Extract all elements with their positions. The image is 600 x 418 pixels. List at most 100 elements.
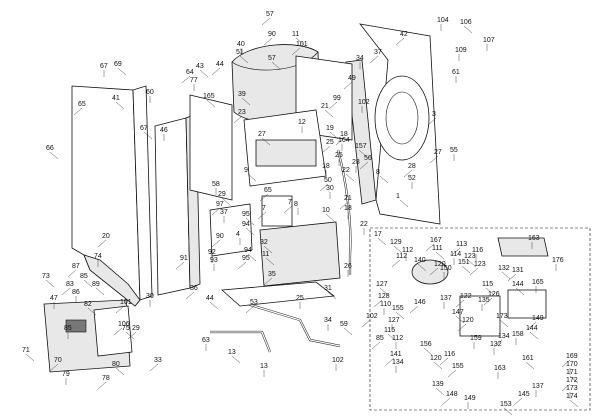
- part-label-102: 102: [358, 99, 370, 106]
- leader-line: [441, 397, 451, 406]
- part-label-155: 155: [392, 305, 404, 312]
- part-label-95: 95: [242, 211, 250, 218]
- leader-line: [259, 193, 269, 202]
- leader-line: [263, 277, 273, 286]
- casing-inner-panel: [154, 117, 191, 296]
- part-label-13: 13: [260, 363, 268, 370]
- part-label-51: 51: [236, 49, 244, 56]
- part-label-157: 157: [355, 143, 367, 150]
- leader-line: [241, 97, 251, 106]
- leader-line: [83, 279, 93, 288]
- leader-line: [328, 101, 338, 110]
- leader-line: [115, 101, 125, 110]
- part-label-155: 155: [452, 363, 464, 370]
- part-label-92: 92: [208, 249, 216, 256]
- part-label-27: 27: [258, 131, 266, 138]
- part-label-101: 101: [296, 41, 308, 48]
- part-label-112: 112: [402, 247, 413, 254]
- part-label-12: 12: [298, 119, 306, 126]
- part-label-67: 67: [100, 63, 108, 70]
- leader-line: [569, 399, 579, 408]
- leader-line: [461, 265, 471, 274]
- leader-line: [115, 305, 125, 314]
- part-label-90: 90: [216, 233, 224, 240]
- leader-line: [451, 247, 461, 256]
- part-label-74: 74: [94, 253, 102, 260]
- part-label-165: 165: [203, 93, 215, 100]
- leader-line: [369, 55, 379, 64]
- leader-line: [529, 331, 539, 340]
- part-label-85: 85: [80, 273, 88, 280]
- part-label-75: 75: [122, 325, 130, 332]
- part-label-60: 60: [146, 89, 154, 96]
- part-label-9: 9: [244, 167, 248, 174]
- leader-line: [377, 237, 387, 246]
- leader-line: [343, 327, 353, 336]
- leader-line: [385, 357, 395, 366]
- leader-line: [325, 213, 335, 222]
- leader-line: [115, 367, 125, 376]
- pipe-return-inner: [233, 299, 341, 347]
- burner: [255, 139, 317, 167]
- leader-line: [361, 319, 371, 328]
- part-label-93: 93: [210, 257, 218, 264]
- part-label-18: 18: [344, 205, 352, 212]
- part-label-59: 59: [340, 321, 348, 328]
- part-label-8: 8: [294, 201, 298, 208]
- part-label-47: 47: [50, 295, 58, 302]
- pipe-gas: [210, 330, 272, 353]
- leader-line: [485, 287, 495, 296]
- part-label-120: 120: [462, 317, 474, 324]
- part-label-86: 86: [72, 289, 80, 296]
- part-label-56: 56: [364, 155, 372, 162]
- part-label-25: 25: [326, 139, 334, 146]
- part-label-52: 52: [408, 175, 416, 182]
- leader-line: [501, 271, 511, 280]
- part-label-64: 64: [186, 69, 194, 76]
- part-label-94: 94: [244, 247, 252, 254]
- part-label-116: 116: [472, 247, 483, 254]
- casing-bottom-flap: [83, 254, 141, 307]
- chassis-side-frame: [345, 59, 377, 205]
- diverter-body: [459, 295, 501, 337]
- leader-line: [117, 67, 127, 76]
- part-label-49: 49: [348, 75, 356, 82]
- part-label-21: 21: [321, 103, 329, 110]
- part-label-147: 147: [452, 309, 464, 316]
- leader-line: [569, 375, 579, 384]
- part-label-65: 65: [78, 101, 86, 108]
- part-label-13: 13: [228, 349, 236, 356]
- gas-valve: [209, 203, 253, 257]
- part-label-11: 11: [262, 251, 269, 258]
- leader-line: [335, 137, 345, 146]
- part-label-113: 113: [456, 241, 467, 248]
- leader-line: [239, 55, 249, 64]
- part-label-77: 77: [190, 77, 198, 84]
- inset-frame: [369, 227, 591, 411]
- part-label-158: 158: [512, 331, 524, 338]
- part-label-146: 146: [414, 299, 426, 306]
- part-label-31: 31: [324, 285, 332, 292]
- part-label-83: 83: [66, 281, 74, 288]
- part-label-167: 167: [430, 237, 442, 244]
- leader-line: [247, 253, 257, 262]
- leader-line: [345, 173, 355, 182]
- part-label-128: 128: [378, 293, 390, 300]
- leader-line: [295, 37, 305, 46]
- leader-line: [393, 245, 403, 254]
- part-label-57: 57: [266, 11, 274, 18]
- leader-line: [245, 217, 255, 226]
- leader-line: [373, 299, 383, 308]
- leader-line: [435, 387, 445, 396]
- part-label-151: 151: [458, 259, 470, 266]
- leader-line: [391, 259, 401, 268]
- part-label-28: 28: [352, 159, 360, 166]
- part-label-141: 141: [390, 351, 402, 358]
- part-label-67: 67: [140, 125, 148, 132]
- part-label-32: 32: [260, 239, 268, 246]
- part-label-161: 161: [522, 355, 534, 362]
- leader-line: [263, 37, 273, 46]
- part-label-156: 156: [420, 341, 432, 348]
- leader-line: [387, 333, 397, 342]
- part-label-58: 58: [212, 181, 220, 188]
